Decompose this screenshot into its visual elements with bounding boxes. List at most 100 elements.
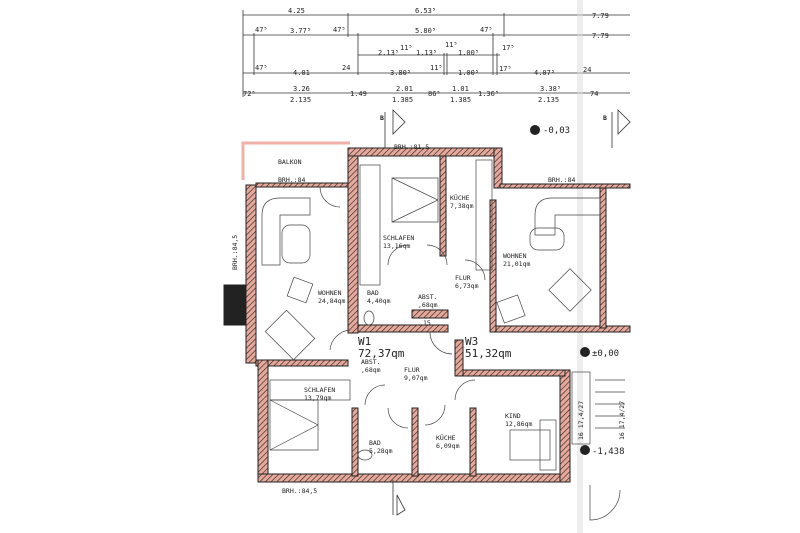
svg-text:17⁵: 17⁵	[499, 65, 512, 73]
svg-text:72,37qm: 72,37qm	[358, 347, 405, 360]
svg-text:,68qm: ,68qm	[418, 301, 438, 309]
svg-text:±0,00: ±0,00	[592, 349, 619, 359]
level-marker-ground: ±0,00	[580, 347, 619, 359]
svg-text:6,73qm: 6,73qm	[455, 282, 479, 290]
svg-text:1.385: 1.385	[450, 96, 471, 104]
svg-text:2.135: 2.135	[290, 96, 311, 104]
svg-text:FLUR: FLUR	[455, 274, 471, 282]
level-marker-top: -0,03	[530, 125, 570, 136]
svg-text:ABST.: ABST.	[361, 358, 381, 366]
balcony-outline	[241, 141, 350, 180]
svg-text:2.135: 2.135	[538, 96, 559, 104]
svg-text:6.53⁵: 6.53⁵	[415, 7, 436, 15]
shaft-label: 15	[423, 319, 431, 327]
svg-text:74: 74	[590, 90, 598, 98]
svg-text:16 17,4/27: 16 17,4/27	[618, 401, 626, 440]
svg-text:B: B	[603, 114, 607, 122]
svg-text:FLUR: FLUR	[404, 366, 420, 374]
sill-height-balcony: BRH.:84	[278, 176, 305, 184]
svg-text:3.80⁵: 3.80⁵	[390, 69, 411, 77]
section-marker-bottom	[392, 480, 406, 516]
walls	[223, 147, 631, 483]
svg-text:4.25: 4.25	[288, 7, 305, 15]
svg-text:1.00⁵: 1.00⁵	[458, 49, 479, 57]
svg-text:BAD: BAD	[367, 289, 379, 297]
svg-text:1.385: 1.385	[392, 96, 413, 104]
svg-text:WOHNEN: WOHNEN	[503, 252, 527, 260]
stairs: 16 17,4/27 16 17,4/27	[571, 371, 626, 445]
svg-text:13,79qm: 13,79qm	[304, 394, 331, 402]
svg-text:17⁵: 17⁵	[502, 44, 515, 52]
svg-text:BAD: BAD	[369, 439, 381, 447]
room-abst-top: ABST.,68qm	[418, 293, 438, 309]
svg-text:13,16qm: 13,16qm	[383, 242, 410, 250]
svg-text:-1,438: -1,438	[592, 447, 625, 457]
svg-text:WOHNEN: WOHNEN	[318, 289, 342, 297]
svg-text:5.80⁵: 5.80⁵	[415, 27, 436, 35]
section-marker-left: B	[380, 109, 406, 148]
svg-text:W1: W1	[358, 335, 371, 348]
svg-text:KÜCHE: KÜCHE	[450, 193, 470, 202]
svg-text:47⁵: 47⁵	[255, 26, 268, 34]
svg-text:47⁵: 47⁵	[255, 64, 268, 72]
svg-text:2.13⁵: 2.13⁵	[378, 49, 399, 57]
svg-text:11⁵: 11⁵	[430, 64, 443, 72]
svg-text:W3: W3	[465, 335, 478, 348]
svg-text:1.49: 1.49	[350, 90, 367, 98]
door-swings	[319, 186, 621, 521]
svg-text:B: B	[380, 114, 384, 122]
svg-text:-0,03: -0,03	[543, 126, 570, 136]
room-abst-bottom: ABST.,68qm	[361, 358, 381, 374]
svg-text:6,09qm: 6,09qm	[436, 442, 460, 450]
svg-text:1.13⁵: 1.13⁵	[416, 49, 437, 57]
svg-text:1.36⁵: 1.36⁵	[478, 90, 499, 98]
unit-w1: W1 72,37qm	[358, 335, 405, 360]
sill-height-right: BRH.:84	[548, 176, 575, 184]
section-marker-right: B	[603, 109, 631, 148]
svg-text:7.79: 7.79	[592, 12, 609, 20]
svg-text:4,40qm: 4,40qm	[367, 297, 391, 305]
svg-text:KÜCHE: KÜCHE	[436, 433, 456, 442]
dimension-labels: 4.25 6.53⁵ 7.79 47⁵ 3.77⁵ 47⁵ 5.80⁵ 47⁵ …	[243, 7, 609, 104]
svg-text:5,28qm: 5,28qm	[369, 447, 393, 455]
svg-text:47⁵: 47⁵	[480, 26, 493, 34]
furniture	[261, 159, 601, 471]
svg-text:1.00⁵: 1.00⁵	[458, 69, 479, 77]
svg-text:KIND: KIND	[505, 412, 521, 420]
svg-text:2.01: 2.01	[396, 85, 413, 93]
svg-text:11⁵: 11⁵	[400, 44, 413, 52]
sill-height-left: BRH.:84,5	[231, 235, 239, 270]
svg-text:4.01: 4.01	[293, 69, 310, 77]
svg-text:24,84qm: 24,84qm	[318, 297, 345, 305]
svg-text:51,32qm: 51,32qm	[465, 347, 512, 360]
balcony-label: BALKON	[278, 158, 302, 166]
svg-text:ABST.: ABST.	[418, 293, 438, 301]
svg-text:86⁵: 86⁵	[428, 90, 441, 98]
svg-text:12,86qm: 12,86qm	[505, 420, 532, 428]
svg-text:11⁵: 11⁵	[445, 41, 458, 49]
svg-text:4.07⁵: 4.07⁵	[534, 69, 555, 77]
dimension-chain	[242, 0, 630, 533]
svg-text:9,07qm: 9,07qm	[404, 374, 428, 382]
svg-text:7.79: 7.79	[592, 32, 609, 40]
unit-w3: W3 51,32qm	[465, 335, 512, 360]
svg-text:47⁵: 47⁵	[333, 26, 346, 34]
svg-text:SCHLAFEN: SCHLAFEN	[304, 386, 335, 394]
svg-text:7,38qm: 7,38qm	[450, 202, 474, 210]
svg-text:,68qm: ,68qm	[361, 366, 381, 374]
svg-text:21,01qm: 21,01qm	[503, 260, 530, 268]
svg-text:3.26: 3.26	[293, 85, 310, 93]
svg-text:3.77⁵: 3.77⁵	[290, 27, 311, 35]
sill-height-top: BRH.:81,5	[394, 143, 429, 151]
